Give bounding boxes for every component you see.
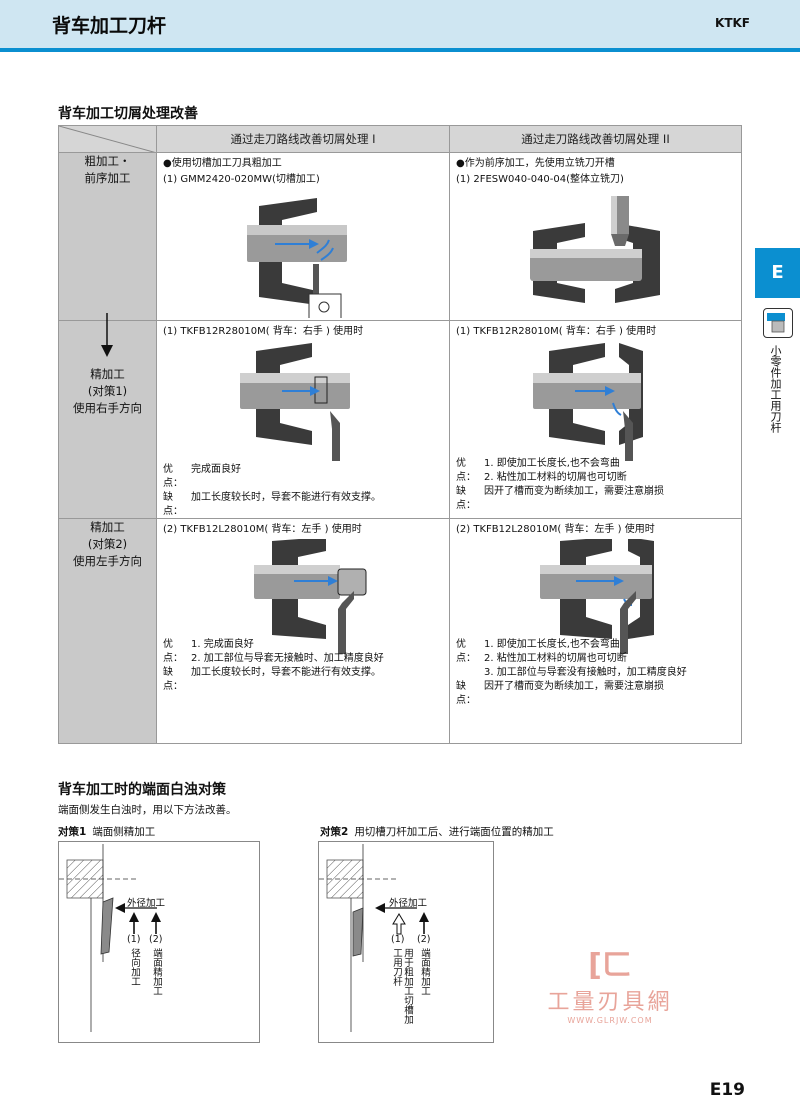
face-finish-illustration	[59, 844, 161, 1032]
figure-2-step-1-text: 用于粗加工切槽加工用刀杆	[391, 948, 413, 1024]
cons-label: 缺点：	[163, 492, 183, 517]
cell-rough-method-2: ●作为前序加工，先使用立铣刀开槽 (1) 2FESW040-040-04(整体立…	[449, 152, 742, 321]
figure-2-step-2-number: (2)	[417, 934, 431, 945]
row-label-line: 使用左手方向	[73, 554, 142, 568]
cons-text: 加工长度较长时，导套不能进行有效支撑。	[191, 667, 381, 678]
figure-2-step-2-text: 端面精加工	[419, 948, 430, 996]
right-hand-slotted-illustration	[533, 343, 643, 461]
cell-text: ●使用切槽加工刀具粗加工	[163, 158, 282, 169]
section-description: 端面侧发生白浊时，用以下方法改善。	[58, 804, 237, 816]
left-hand-finish-illustration	[254, 539, 367, 654]
cell-finish1-method-1: (1) TKFB12R28010M( 背车：右手 ) 使用时 优点： 完成面良好	[156, 320, 450, 519]
cell-text: ●作为前序加工，先使用立铣刀开槽	[456, 158, 615, 169]
figure-1-number: 对策1	[58, 826, 87, 838]
page-header: 背车加工刀杆 KTKF	[0, 0, 800, 48]
row-label-line: (对策2)	[87, 537, 128, 551]
process-flow-arrow	[101, 313, 113, 357]
cell-finish2-method-2: (2) TKFB12L28010M( 背车：左手 ) 使用时 优点： 1. 即使…	[449, 518, 742, 744]
watermark-url: WWW.GLRJW.COM	[567, 1016, 653, 1025]
pros-cons-block: 优点： 1. 即使加工长度长,也不会弯曲 2. 粘性加工材料的切屑也可切断 3.…	[456, 638, 687, 708]
row-label-line: 精加工	[90, 367, 125, 381]
cons-label: 缺点：	[456, 486, 476, 511]
page-number: E19	[709, 1080, 745, 1100]
cell-finish1-method-2: (1) TKFB12R28010M( 背车：右手 ) 使用时 优点： 1. 即使…	[449, 320, 742, 519]
row-label-line: 精加工	[90, 520, 125, 534]
header-divider	[0, 48, 800, 52]
cell-heading: (2) TKFB12L28010M( 背车：左手 ) 使用时	[163, 524, 362, 535]
watermark-logo: [ㄈ	[588, 948, 632, 983]
watermark: [ㄈ 工量刃具網 WWW.GLRJW.COM	[540, 940, 680, 1025]
row-label-line: 前序加工	[84, 171, 131, 185]
cell-heading: (2) TKFB12L28010M( 背车：左手 ) 使用时	[456, 524, 655, 535]
cell-finish2-method-1: (2) TKFB12L28010M( 背车：左手 ) 使用时 优点： 1. 完成…	[156, 518, 450, 744]
page-title: 背车加工刀杆	[52, 15, 167, 37]
left-hand-slotted-illustration	[540, 539, 654, 654]
pros-text: 2. 粘性加工材料的切屑也可切断	[484, 472, 627, 483]
pros-cons-block: 优点： 完成面良好 缺点： 加工长度较长时，导套不能进行有效支撑。	[163, 463, 381, 519]
column-header-1: 通过走刀路线改善切屑处理 I	[156, 125, 450, 153]
chapter-label: 小零件加工用刀杆	[769, 345, 782, 433]
pros-label: 优点：	[456, 458, 476, 483]
row-label-finish-1: 精加工 (对策1) 使用右手方向	[58, 313, 157, 519]
cell-heading: (1) TKFB12R28010M( 背车：右手 ) 使用时	[163, 326, 364, 337]
section-title-face-cloudiness: 背车加工时的端面白浊对策	[58, 782, 226, 798]
figure-1-step-2-number: (2)	[149, 934, 163, 945]
cons-text: 加工长度较长时，导套不能进行有效支撑。	[191, 492, 381, 503]
figure-2-box: 外径加工 (1) 用于粗加工切槽加工用刀杆 (2) 端面精加工	[318, 841, 494, 1043]
pros-label: 优点：	[163, 639, 183, 664]
row-label-line: 使用右手方向	[73, 401, 142, 415]
figure-1-direction: 外径加工	[127, 898, 166, 909]
cell-text: (1) 2FESW040-040-04(整体立铣刀)	[456, 174, 624, 185]
cons-label: 缺点：	[456, 681, 476, 706]
figure-2-label: 对策2 用切槽刀杆加工后、进行端面位置的精加工	[320, 824, 554, 839]
column-header-2: 通过走刀路线改善切屑处理 II	[449, 125, 742, 153]
right-hand-finish-illustration	[240, 343, 350, 461]
row-label-line: (对策1)	[87, 384, 128, 398]
figure-2-step-1-number: (1)	[391, 934, 405, 945]
figure-1-step-2-text: 端面精加工	[151, 948, 162, 996]
row-label-line: 粗加工・	[84, 154, 131, 168]
figure-1-box: 外径加工 (1) 径向加工 (2) 端面精加工	[58, 841, 260, 1043]
pros-text: 3. 加工部位与导套没有接触时，加工精度良好	[484, 667, 687, 678]
figure-2-caption: 用切槽刀杆加工后、进行端面位置的精加工	[354, 826, 554, 838]
pros-text: 2. 加工部位与导套无接触时、加工精度良好	[191, 653, 384, 664]
figure-1-label: 对策1 端面侧精加工	[58, 824, 155, 839]
cell-heading: (1) TKFB12R28010M( 背车：右手 ) 使用时	[456, 326, 657, 337]
watermark-name: 工量刃具網	[547, 990, 673, 1015]
endmill-slot-illustration	[530, 196, 660, 303]
cons-text: 因开了槽而变为断续加工，需要注意崩损	[484, 486, 664, 497]
product-code: KTKF	[715, 16, 750, 30]
pros-cons-block: 优点： 1. 完成面良好 2. 加工部位与导套无接触时、加工精度良好 缺点： 加…	[163, 638, 384, 694]
pros-text: 1. 即使加工长度长,也不会弯曲	[484, 639, 620, 650]
cons-text: 因开了槽而变为断续加工，需要注意崩损	[484, 681, 664, 692]
cell-text: (1) GMM2420-020MW(切槽加工)	[163, 174, 320, 185]
cons-label: 缺点：	[163, 667, 183, 692]
row-label-finish-2: 精加工 (对策2) 使用左手方向	[58, 518, 157, 744]
figure-1-step-1-number: (1)	[127, 934, 141, 945]
figure-1-caption: 端面侧精加工	[92, 826, 156, 838]
cell-rough-method-1: ●使用切槽加工刀具粗加工 (1) GMM2420-020MW(切槽加工)	[156, 152, 450, 321]
grooving-rough-illustration	[247, 198, 347, 318]
section-title-chip-control: 背车加工切屑处理改善	[58, 106, 198, 122]
chip-control-table: 通过走刀路线改善切屑处理 I 通过走刀路线改善切屑处理 II 粗加工・ 前序加工…	[58, 125, 742, 744]
pros-cons-block: 优点： 1. 即使加工长度长,也不会弯曲 2. 粘性加工材料的切屑也可切断 缺点…	[456, 457, 664, 513]
chapter-tab[interactable]: E	[755, 248, 800, 298]
small-parts-tool-icon	[763, 308, 793, 338]
pros-label: 优点：	[456, 639, 476, 664]
table-corner	[58, 125, 157, 153]
figure-2-direction: 外径加工	[389, 898, 428, 909]
figure-2-number: 对策2	[320, 826, 349, 838]
pros-text: 2. 粘性加工材料的切屑也可切断	[484, 653, 627, 664]
figure-1-step-1-text: 径向加工	[129, 948, 140, 986]
pros-text: 1. 完成面良好	[191, 639, 254, 650]
pros-text: 完成面良好	[191, 464, 241, 475]
pros-label: 优点：	[163, 464, 183, 489]
pros-text: 1. 即使加工长度长,也不会弯曲	[484, 458, 620, 469]
groove-then-face-illustration	[319, 844, 429, 1032]
row-label-rough: 粗加工・ 前序加工	[58, 152, 157, 321]
